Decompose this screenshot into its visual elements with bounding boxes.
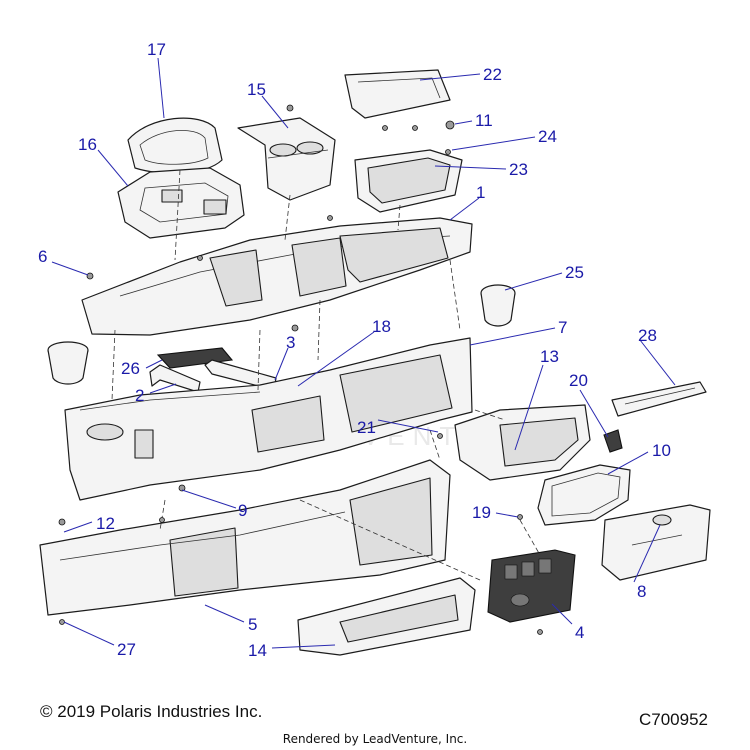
callout-24: 24 (538, 127, 557, 146)
callout-11: 11 (475, 111, 493, 130)
part-26-plate (156, 347, 234, 369)
part-15-center-panel (237, 117, 336, 201)
callout-10: 10 (652, 441, 671, 460)
callout-18: 18 (372, 317, 391, 336)
part-8-glove-door (601, 504, 711, 581)
part-13-cluster (454, 404, 591, 481)
part-14-tray (297, 577, 476, 656)
callout-2: 2 (135, 386, 144, 405)
callouts: 17 16 15 22 11 24 23 1 6 25 7 28 18 3 26… (38, 40, 671, 660)
callout-1: 1 (476, 183, 485, 202)
part-16-gauge-housing (117, 167, 245, 239)
callout-15: 15 (247, 80, 266, 99)
callout-5: 5 (248, 615, 257, 634)
callout-22: 22 (483, 65, 502, 84)
part-2-bracket (149, 364, 201, 393)
callout-23: 23 (509, 160, 528, 179)
part-cup-holder-left (47, 341, 89, 385)
part-25-cup-holder (480, 284, 516, 327)
rendered-by-text: Rendered by LeadVenture, Inc. (282, 732, 468, 746)
callout-25: 25 (565, 263, 584, 282)
part-10-lens-frame (537, 464, 631, 526)
callout-20: 20 (569, 371, 588, 390)
callout-8: 8 (637, 582, 646, 601)
leader-lines (51, 57, 676, 649)
diagram-code: C700952 (638, 710, 708, 729)
callout-9: 9 (238, 501, 247, 520)
part-17-bezel (127, 117, 223, 174)
callout-4: 4 (575, 623, 584, 642)
callout-6: 6 (38, 247, 47, 266)
part-1-upper-dash (81, 217, 473, 336)
callout-28: 28 (638, 326, 657, 345)
callout-26: 26 (121, 359, 140, 378)
part-20-bracket (603, 429, 623, 453)
part-22-storage-lid (344, 69, 451, 119)
callout-13: 13 (540, 347, 559, 366)
callout-16: 16 (78, 135, 97, 154)
part-23-storage-bin (354, 149, 463, 213)
part-7-main-dash (64, 337, 473, 501)
assembly-lines (111, 169, 541, 581)
part-5-lower-dash (39, 459, 451, 616)
part-4-switch-panel (487, 549, 576, 623)
fasteners (58, 104, 543, 635)
part-28-handle (611, 381, 707, 417)
callout-3: 3 (286, 333, 295, 352)
callout-14: 14 (248, 641, 267, 660)
copyright-text: © 2019 Polaris Industries Inc. (40, 702, 263, 721)
callout-12: 12 (96, 514, 115, 533)
callout-7: 7 (558, 318, 567, 337)
callout-27: 27 (117, 640, 136, 659)
callout-17: 17 (147, 40, 166, 59)
callout-21: 21 (357, 418, 376, 437)
callout-19: 19 (472, 503, 491, 522)
